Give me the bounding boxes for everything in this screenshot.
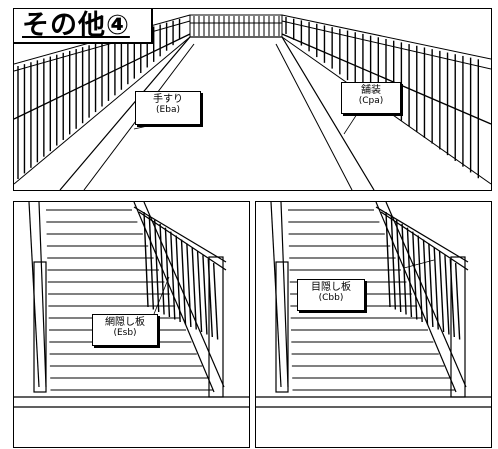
net-panel-label-code: (Esb) xyxy=(113,328,137,338)
stair-baluster xyxy=(417,235,423,323)
screen-panel-label: 目隠し板 (Cbb) xyxy=(297,279,365,311)
stair-baluster xyxy=(428,243,434,328)
stair-baluster xyxy=(449,259,455,338)
screen-panel-label-code: (Cbb) xyxy=(318,293,344,303)
stair-baluster xyxy=(186,243,192,328)
stair-baluster xyxy=(143,211,149,308)
stair-baluster xyxy=(164,227,171,318)
stair-baluster xyxy=(170,231,176,320)
stair-baluster xyxy=(202,255,208,335)
stair-baluster xyxy=(433,247,439,330)
stair-baluster xyxy=(444,255,450,335)
pavement-label-code: (Cpa) xyxy=(358,96,384,106)
stair-baluster xyxy=(406,227,413,318)
corridor-drawing xyxy=(14,14,491,190)
net-panel-label-name: 網隠し板 xyxy=(105,317,145,328)
stairs-screen-panel-illustration: 目隠し板 (Cbb) xyxy=(255,201,492,448)
stairs-net-panel-illustration: 網隠し板 (Esb) xyxy=(13,201,250,448)
stair-baluster xyxy=(385,211,391,308)
stair-baluster xyxy=(396,219,402,313)
net-panel-label: 網隠し板 (Esb) xyxy=(92,314,158,346)
stair-baluster xyxy=(191,247,197,330)
stair-baluster xyxy=(422,239,429,325)
screen-panel-label-name: 目隠し板 xyxy=(311,282,351,293)
stair-baluster xyxy=(148,215,155,310)
stair-baluster xyxy=(207,259,213,338)
handrail-label-name: 手すり xyxy=(153,94,183,105)
pavement-label: 舗装 (Cpa) xyxy=(341,82,401,114)
stair-baluster xyxy=(438,251,445,333)
stairs-right-drawing xyxy=(256,202,491,408)
pavement-label-name: 舗装 xyxy=(361,85,381,96)
stair-baluster xyxy=(180,239,187,325)
title-box: その他④ xyxy=(14,9,153,44)
corridor-illustration-panel: その他④ 手すり (Eba) 舗装 (Cpa) xyxy=(13,8,492,191)
stair-baluster xyxy=(154,219,160,313)
stair-baluster xyxy=(175,235,181,323)
handrail-label: 手すり (Eba) xyxy=(135,91,201,125)
stair-baluster xyxy=(159,223,165,315)
stair-baluster xyxy=(412,231,418,320)
stair-baluster xyxy=(401,223,407,315)
stair-baluster xyxy=(454,263,461,340)
handrail-label-code: (Eba) xyxy=(156,105,180,115)
page-title: その他④ xyxy=(22,10,130,41)
stair-baluster xyxy=(196,251,203,333)
stair-baluster xyxy=(390,215,397,310)
stair-baluster xyxy=(212,263,219,340)
